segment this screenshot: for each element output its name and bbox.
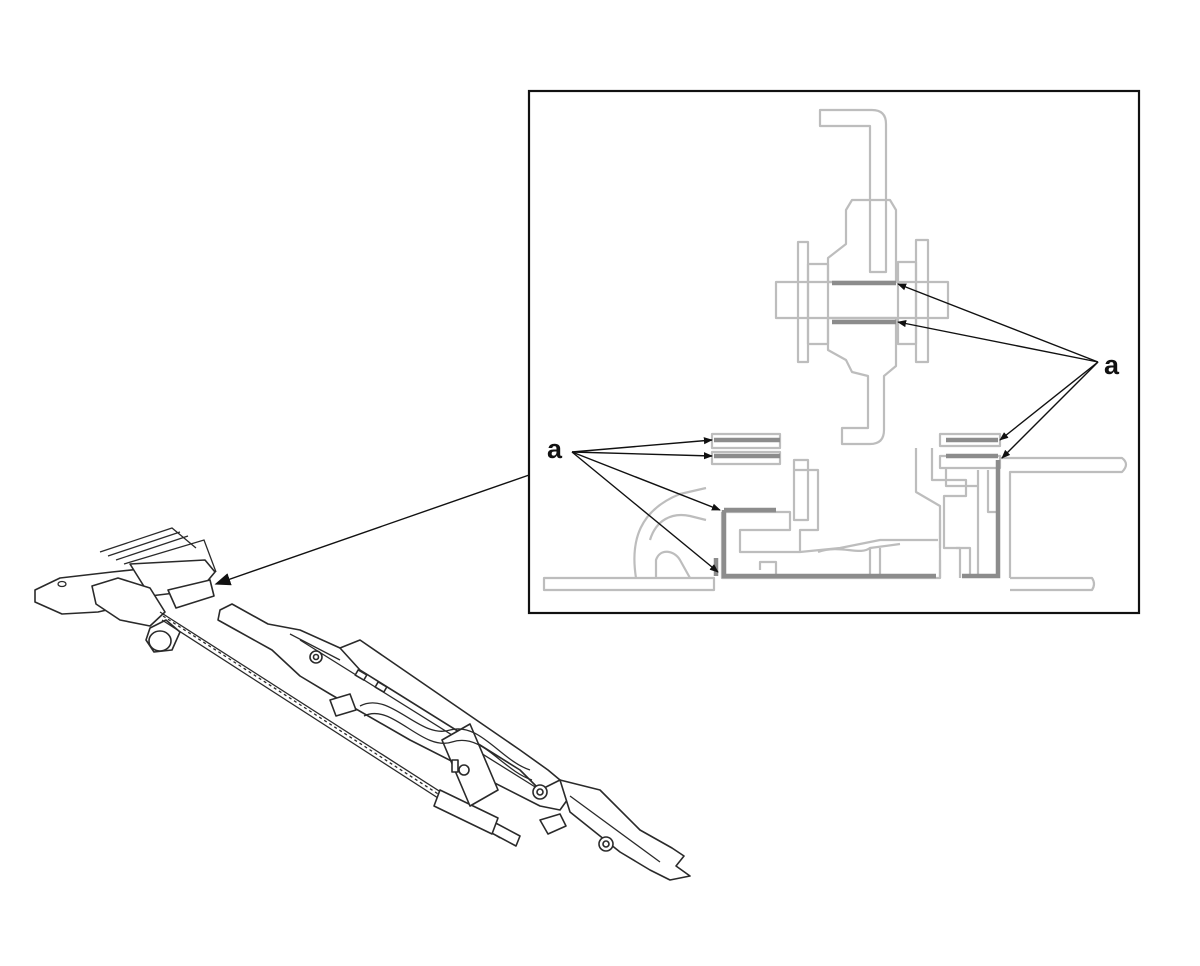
detail-inset: a a xyxy=(527,89,1141,615)
callout-a-right: a xyxy=(1104,350,1120,380)
detail-frame xyxy=(527,89,1141,615)
callout-a-left: a xyxy=(547,434,563,464)
zoom-pointer-arrow xyxy=(214,473,533,586)
rail-assembly xyxy=(34,527,691,881)
